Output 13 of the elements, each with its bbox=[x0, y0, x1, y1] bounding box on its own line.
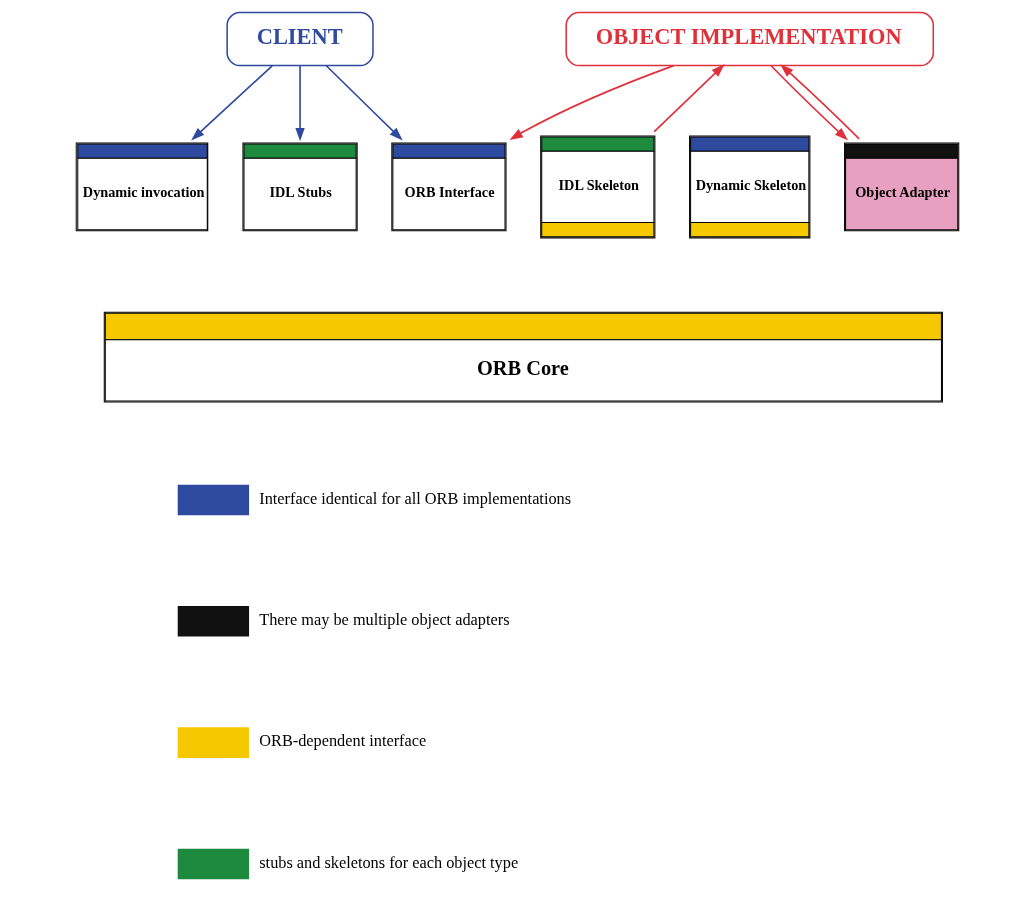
arrow bbox=[191, 64, 273, 141]
arrow bbox=[770, 64, 849, 141]
legend-label: ORB-dependent interface bbox=[259, 731, 427, 751]
node-box: CLIENT bbox=[226, 11, 374, 67]
legend-label: stubs and skeletons for each object type bbox=[259, 852, 519, 872]
legend-label: Interface identical for all ORB implementations bbox=[259, 488, 572, 508]
arrow bbox=[780, 64, 860, 140]
node-box: OBJECT IMPLEMENTATION bbox=[565, 11, 935, 67]
arrow bbox=[325, 64, 403, 141]
arrow bbox=[653, 64, 725, 133]
arrow bbox=[295, 64, 305, 142]
arrow bbox=[509, 64, 675, 141]
legend-label: There may be multiple object adapters bbox=[259, 610, 510, 630]
